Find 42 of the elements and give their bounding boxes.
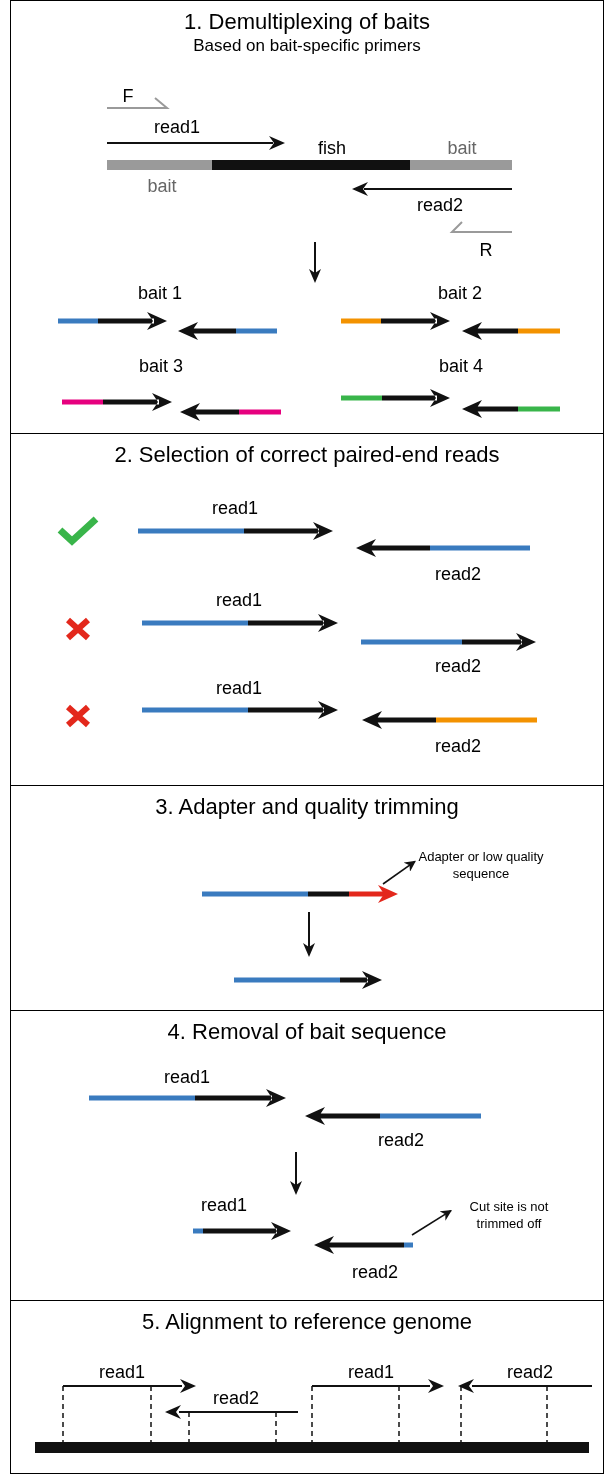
panel-title: 5. Alignment to reference genome <box>141 1309 473 1335</box>
sequence-label: read2 <box>352 1262 398 1282</box>
sequence-label: bait 2 <box>438 283 482 303</box>
panel-title: 4. Removal of bait sequence <box>167 1019 447 1045</box>
panel-box <box>10 1300 604 1474</box>
sequence-label: bait <box>147 176 177 196</box>
panel-box <box>10 785 604 1011</box>
leader-arrow <box>382 860 416 885</box>
sequence-label: read1 <box>99 1362 145 1382</box>
sequence-label: read2 <box>378 1130 424 1150</box>
sequence-label: read1 <box>348 1362 394 1382</box>
sequence-label: read1 <box>216 590 262 610</box>
sequence-label: F <box>122 86 134 106</box>
panel-box <box>10 433 604 786</box>
sequence-label: read2 <box>435 656 481 676</box>
sequence-label: bait 4 <box>439 356 483 376</box>
panel-title: 1. Demultiplexing of baits <box>184 9 430 35</box>
read-arrow <box>314 1236 413 1254</box>
sequence-label: read1 <box>201 1195 247 1215</box>
sequence-label: fish <box>318 138 346 158</box>
sequence-label: read2 <box>417 195 463 215</box>
panel-title: 3. Adapter and quality trimming <box>155 794 459 820</box>
sequence-label: read2 <box>435 736 481 756</box>
sequence-label: bait 3 <box>139 356 183 376</box>
sequence-label: read1 <box>212 498 258 518</box>
sequence-label: read2 <box>507 1362 553 1382</box>
sequence-label: read1 <box>154 117 200 137</box>
panel-box <box>10 1010 604 1301</box>
panel-box <box>10 0 604 434</box>
sequence-label: read1 <box>164 1067 210 1087</box>
read-arrow <box>202 885 399 903</box>
sequence-label: R <box>479 240 493 260</box>
sequence-label: read1 <box>216 678 262 698</box>
annotation-note: Cut site is not trimmed off <box>468 1198 550 1232</box>
sequence-label: read2 <box>213 1388 259 1408</box>
panel-subtitle: Based on bait-specific primers <box>193 35 421 57</box>
panel-title: 2. Selection of correct paired-end reads <box>114 442 500 468</box>
annotation-note: Adapter or low quality sequence <box>417 848 545 882</box>
sequence-label: bait <box>447 138 477 158</box>
leader-arrow <box>411 1209 452 1236</box>
sequence-label: bait 1 <box>138 283 182 303</box>
sequence-label: read2 <box>435 564 481 584</box>
